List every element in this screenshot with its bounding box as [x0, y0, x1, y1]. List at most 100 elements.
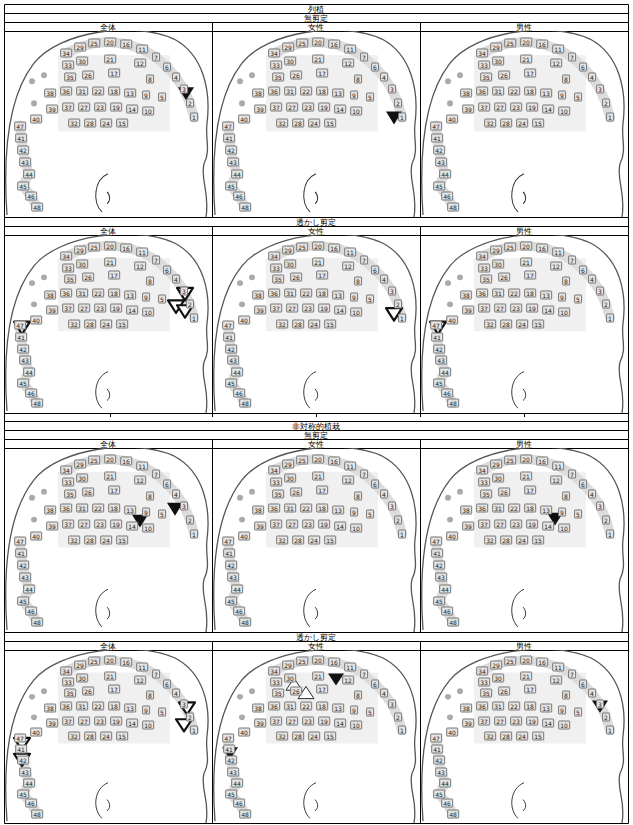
channel-number: 45: [225, 379, 237, 388]
channel-number: 20: [312, 454, 324, 463]
channel-number: 12: [342, 475, 354, 484]
channel-number: 10: [558, 107, 570, 116]
channel-number: 47: [430, 121, 442, 130]
channel-number: 40: [446, 115, 458, 124]
channel-number: 24: [308, 732, 320, 741]
channel-number: 21: [520, 257, 532, 266]
channel-number: 33: [270, 677, 282, 686]
marker-outline: [14, 754, 30, 766]
channel-number: 36: [476, 288, 488, 297]
channel-number: 43: [227, 767, 239, 776]
channel-number: 40: [30, 115, 42, 124]
channel-number: 16: [536, 456, 548, 465]
channel-number: 33: [62, 477, 74, 486]
channel-number: 48: [239, 202, 251, 211]
channel-number: 5: [574, 707, 582, 716]
channel-number: 18: [108, 87, 120, 96]
channel-number: 5: [574, 93, 582, 102]
channel-number: 19: [526, 103, 538, 112]
channel-number: 43: [435, 157, 447, 166]
channel-number: 39: [254, 306, 266, 315]
channel-number: 23: [510, 103, 522, 112]
channel-number: 30: [76, 259, 88, 268]
channel-number: 26: [290, 687, 302, 696]
channel-number: 14: [126, 521, 138, 530]
channel-number: 33: [62, 263, 74, 272]
channel-number: 34: [60, 252, 72, 261]
channel-number: 14: [542, 718, 554, 727]
column-header: 全体: [4, 642, 212, 651]
channel-number: 27: [494, 519, 506, 528]
channel-number: 37: [62, 304, 74, 313]
channel-number: 20: [520, 454, 532, 463]
channel-number: 1: [398, 529, 406, 538]
channel-number: 21: [520, 672, 532, 681]
channel-number: 39: [462, 521, 474, 530]
channel-number: 40: [238, 315, 250, 324]
channel-number: 38: [252, 505, 264, 514]
channel-number: 45: [17, 790, 29, 799]
channel-number: 23: [94, 304, 106, 313]
channel-number: 18: [108, 503, 120, 512]
channel-number: 28: [84, 732, 96, 741]
channel-number: 11: [136, 248, 148, 257]
channel-number: 31: [492, 87, 504, 96]
channel-number: 31: [76, 503, 88, 512]
column-header: 男性: [420, 23, 628, 32]
channel-number: 32: [484, 732, 496, 741]
channel-number: 4: [172, 73, 180, 82]
channel-number: 42: [433, 756, 445, 765]
channel-number: 14: [126, 306, 138, 315]
channel-number: 12: [550, 261, 562, 270]
channel-number: 40: [238, 728, 250, 737]
channel-number: 19: [318, 304, 330, 313]
channel-number: 35: [64, 73, 76, 82]
channel-number: 12: [134, 475, 146, 484]
channel-number: 34: [476, 252, 488, 261]
channel-number: 23: [510, 717, 522, 726]
channel-number: 44: [231, 367, 243, 376]
channel-number: 18: [524, 503, 536, 512]
channel-number: 22: [508, 288, 520, 297]
channel-number: 31: [76, 702, 88, 711]
channel-number: 35: [480, 689, 492, 698]
channel-number: 2: [186, 515, 194, 524]
column-header: 全体: [4, 227, 212, 236]
channel-number: 34: [268, 49, 280, 58]
channel-number: 28: [292, 319, 304, 328]
channel-number: 1: [398, 726, 406, 735]
channel-number: 43: [19, 157, 31, 166]
channel-number: 1: [190, 113, 198, 122]
channel-number: 24: [516, 535, 528, 544]
channel-number: 18: [524, 87, 536, 96]
channel-number: 17: [316, 69, 328, 78]
section-header: 無剪定: [4, 431, 628, 440]
channel-number: 5: [158, 294, 166, 303]
channel-number: 16: [120, 243, 132, 252]
channel-number: 47: [222, 121, 234, 130]
channel-number: 40: [30, 531, 42, 540]
column-header: 男性: [420, 440, 628, 449]
channel-number: 7: [568, 670, 576, 679]
channel-number: 26: [290, 487, 302, 496]
channel-number: 6: [371, 479, 379, 488]
channel-number: 13: [124, 89, 136, 98]
channel-number: 30: [492, 473, 504, 482]
channel-number: 32: [68, 319, 80, 328]
channel-number: 23: [94, 717, 106, 726]
channel-number: 22: [508, 87, 520, 96]
channel-number: 24: [308, 319, 320, 328]
channel-number: 41: [431, 332, 443, 341]
channel-number: 5: [574, 294, 582, 303]
channel-number: 32: [68, 535, 80, 544]
channel-number: 36: [268, 503, 280, 512]
channel-number: 17: [524, 271, 536, 280]
channel-number: 17: [108, 271, 120, 280]
channel-number: 46: [233, 388, 245, 397]
channel-number: 13: [332, 89, 344, 98]
channel-number: 37: [270, 103, 282, 112]
channel-number: 28: [500, 319, 512, 328]
channel-number: 44: [439, 585, 451, 594]
channel-number: 10: [350, 307, 362, 316]
channel-number: 48: [447, 809, 459, 818]
